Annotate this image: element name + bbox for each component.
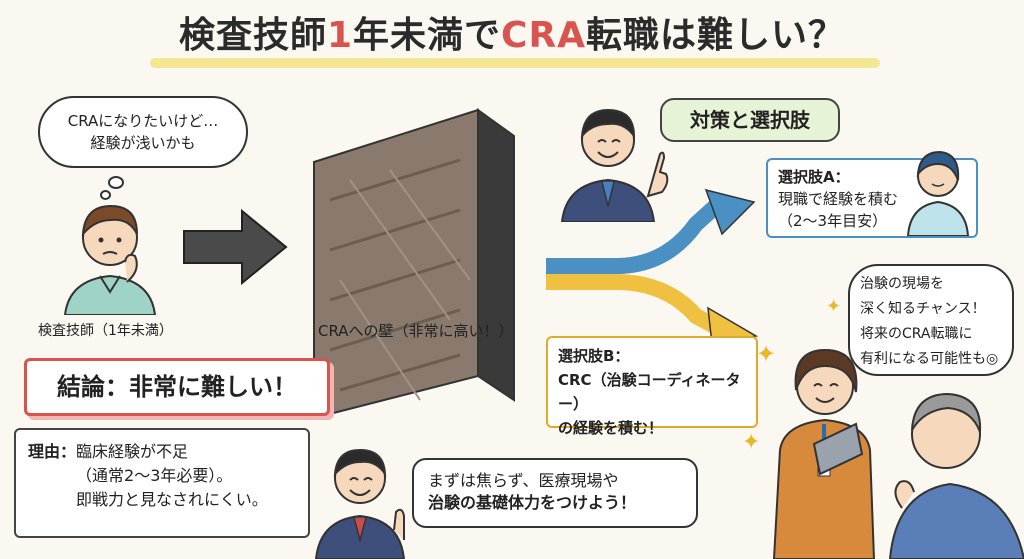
advice-line-2: 治験の基礎体力をつけよう！ bbox=[428, 493, 637, 512]
title-text-4: CRA bbox=[501, 15, 587, 56]
option-b-title: 選択肢B： bbox=[558, 347, 630, 365]
crc-line-4: 有利になる可能性も◎ bbox=[860, 351, 999, 367]
option-a-line-1: 現職で経験を積む bbox=[778, 190, 899, 208]
title-text-3: 年未満で bbox=[353, 15, 502, 56]
reason-box: 理由： 臨床経験が不足 （通常2〜3年必要）。 即戦力と見なされにくい。 bbox=[14, 428, 310, 538]
patient-figure bbox=[880, 372, 1024, 559]
crc-line-1: 治験の現場を bbox=[860, 276, 944, 292]
title-highlight bbox=[150, 58, 880, 68]
crc-line-2: 深く知るチャンス！ bbox=[860, 301, 986, 317]
option-b-box: 選択肢B： CRC（治験コーディネーター） の経験を積む！ bbox=[546, 336, 758, 437]
advice-line-1: まずは焦らず、医療現場や bbox=[428, 471, 619, 490]
wall-illustration bbox=[300, 100, 530, 434]
nurse-figure bbox=[902, 140, 974, 236]
thought-dot-1 bbox=[108, 176, 124, 189]
thought-cloud: CRAになりたいけど… 経験が浅いかも bbox=[38, 96, 248, 168]
reason-line-1: 臨床経験が不足 bbox=[76, 442, 189, 461]
technician-label: 検査技師（1年未満） bbox=[38, 323, 173, 339]
strategy-tag-label: 対策と選択肢 bbox=[690, 108, 810, 132]
page-title: 検査技師1年未満でCRA転職は難しい？ bbox=[0, 6, 1024, 58]
crc-woman-figure bbox=[770, 320, 880, 559]
sparkle-icon: ✦ bbox=[742, 430, 761, 455]
option-a-line-2: （2〜3年目安） bbox=[778, 212, 888, 230]
crc-speech-bubble: 治験の現場を 深く知るチャンス！ 将来のCRA転職に 有利になる可能性も◎ bbox=[848, 264, 1014, 376]
title-text-5: 転職は難しい？ bbox=[586, 15, 846, 56]
reason-line-2: （通常2〜3年必要）。 bbox=[76, 466, 233, 485]
title-text-2: 1 bbox=[326, 15, 354, 56]
option-b-line-2: の経験を積む！ bbox=[558, 419, 664, 437]
title-text-1: 検査技師 bbox=[178, 15, 327, 56]
sparkle-icon: ✦ bbox=[826, 296, 842, 317]
strategy-tag: 対策と選択肢 bbox=[660, 98, 840, 142]
option-b-line-1: CRC（治験コーディネーター） bbox=[558, 371, 741, 413]
thought-line-2: 経験が浅いかも bbox=[90, 134, 196, 152]
sparkle-icon: ✦ bbox=[756, 340, 777, 368]
wall-label: CRAへの壁（非常に高い！） bbox=[318, 322, 514, 340]
advice-bubble: まずは焦らず、医療現場や 治験の基礎体力をつけよう！ bbox=[412, 458, 698, 528]
advisor-figure bbox=[310, 430, 410, 559]
crc-line-3: 将来のCRA転職に bbox=[860, 326, 973, 342]
branch-paths-icon bbox=[546, 188, 776, 352]
thought-dot-2 bbox=[100, 190, 111, 200]
option-a-box: 選択肢A： 現職で経験を積む （2〜3年目安） bbox=[766, 158, 978, 238]
strategy-advisor-figure bbox=[556, 92, 676, 222]
conclusion-box: 結論：非常に難しい！ bbox=[24, 358, 330, 416]
arrow-to-wall-icon bbox=[180, 205, 290, 294]
reason-label: 理由： bbox=[28, 442, 77, 461]
reason-line-3: 即戦力と見なされにくい。 bbox=[76, 490, 268, 509]
conclusion-heading: 結論：非常に難しい！ bbox=[57, 373, 297, 401]
thought-line-1: CRAになりたいけど… bbox=[67, 112, 219, 130]
lab-technician-figure bbox=[55, 190, 165, 315]
option-a-title: 選択肢A： bbox=[778, 168, 850, 186]
